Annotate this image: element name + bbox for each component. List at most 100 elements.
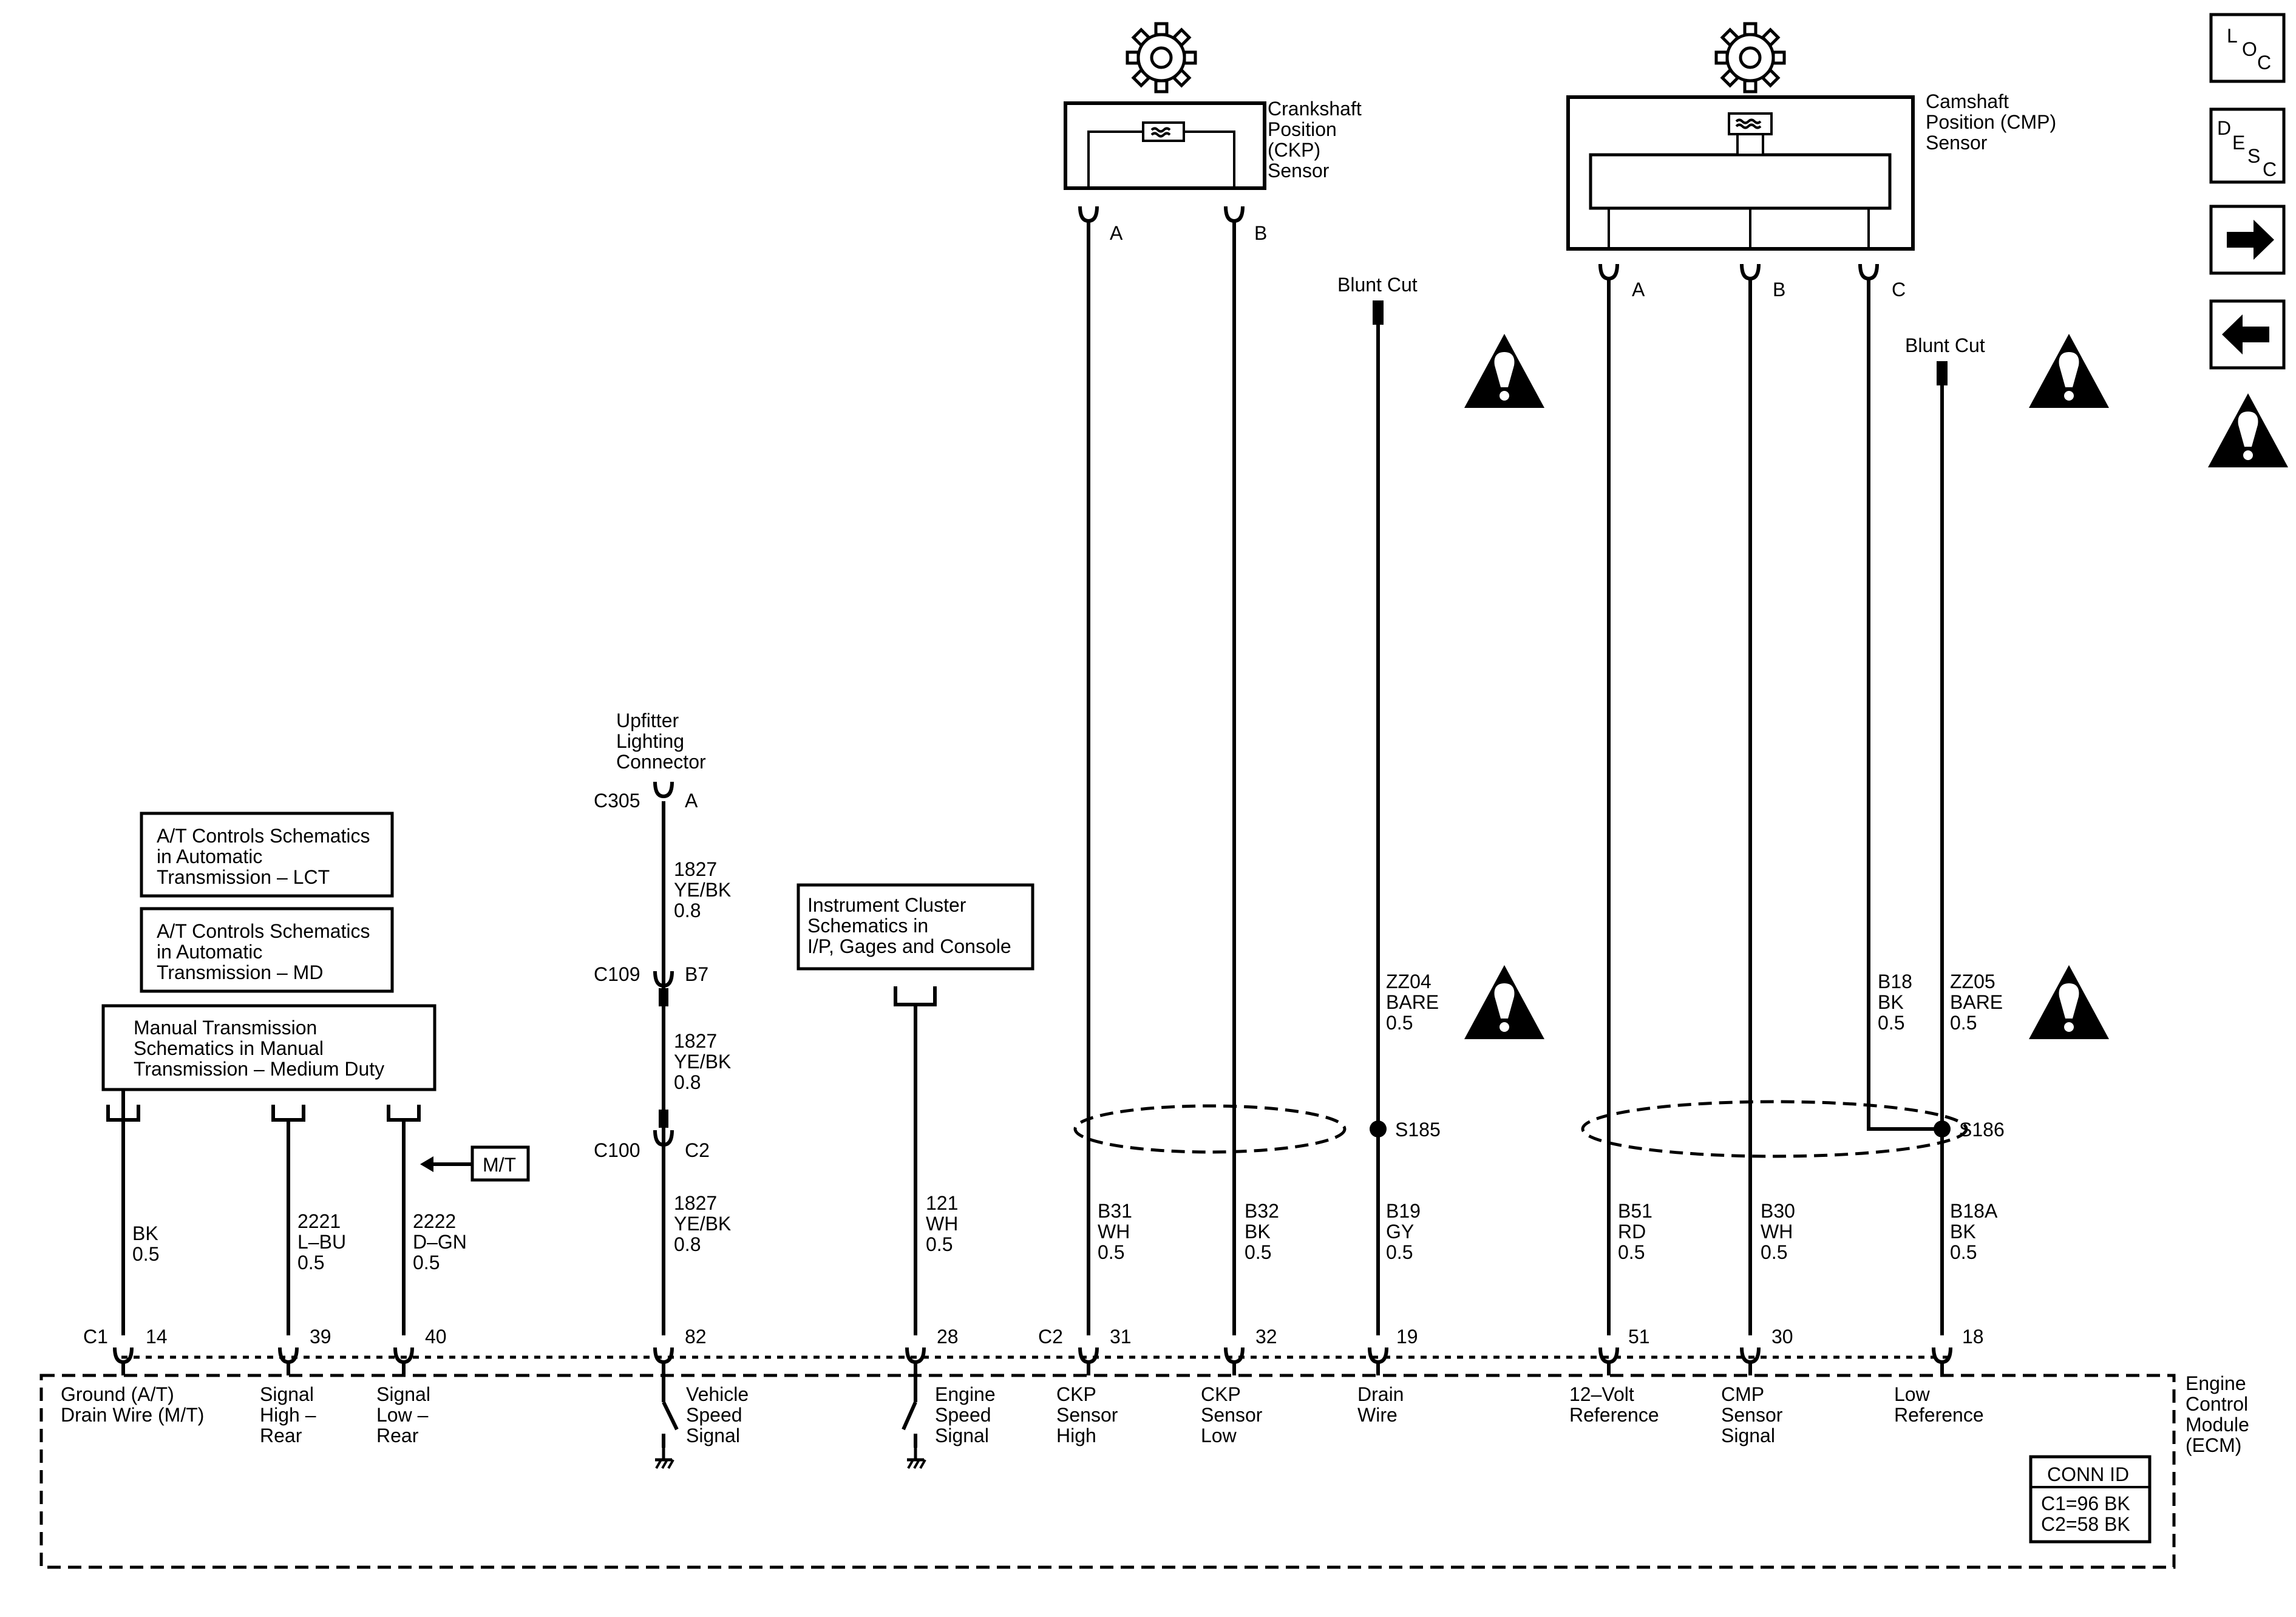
ckp-label-3: (CKP) (1268, 139, 1320, 161)
cmp-label-3: Sensor (1926, 132, 1988, 154)
wire-label: B32 (1245, 1200, 1279, 1222)
pin-function: High – (260, 1404, 316, 1426)
ckp-label-4: Sensor (1268, 160, 1330, 181)
wire-label: 0.5 (1618, 1241, 1645, 1263)
connector-pin: B7 (685, 963, 708, 985)
connector-pin: A (685, 790, 698, 812)
wire-label: B18 (1878, 971, 1912, 992)
ref-text: in Automatic (157, 846, 262, 867)
splice-s186-label: S186 (1959, 1119, 2005, 1141)
wire-label: YE/BK (674, 879, 731, 901)
desc-d: D (2217, 117, 2231, 139)
wire-label: YE/BK (674, 1213, 731, 1235)
loc-button[interactable]: L O C (2209, 13, 2286, 83)
upfitter-label: Lighting (616, 730, 684, 752)
pin-function: Sensor (1721, 1404, 1783, 1426)
arrow-left-icon (2222, 314, 2269, 354)
wire-label: BARE (1950, 991, 2003, 1013)
pin-function: Speed (686, 1404, 742, 1426)
wire-label: 0.5 (1950, 1012, 1977, 1034)
wires (121, 221, 1944, 1335)
ecm-connector-c2: C2 (1038, 1326, 1063, 1348)
pin-number: 28 (937, 1326, 959, 1348)
conn-id-row: C2=58 BK (2041, 1513, 2130, 1535)
pin-function: Signal (1721, 1425, 1775, 1446)
pin-number: 39 (310, 1326, 331, 1348)
pin-function: CKP (1201, 1383, 1241, 1405)
ckp-sensor: Crankshaft Position (CKP) Sensor A B (1064, 24, 1362, 244)
wire-label: WH (1761, 1221, 1793, 1242)
ecm-pin-numbers: 14 39 40 82 28 31 32 19 51 30 18 (146, 1326, 1984, 1348)
ckp-label-1: Crankshaft (1268, 98, 1362, 120)
wire-label: 1827 (674, 1030, 717, 1052)
wire-label: BARE (1386, 991, 1439, 1013)
ref-manual-transmission[interactable]: Manual Transmission Schematics in Manual… (101, 1004, 436, 1091)
ecm-label: Module (2186, 1414, 2249, 1436)
desc-button[interactable]: D E S C (2209, 107, 2286, 184)
loc-c: C (2257, 52, 2271, 73)
mt-option-box[interactable]: M/T (470, 1145, 530, 1182)
wire-label: BK (132, 1222, 158, 1244)
gear-icon (1716, 24, 1784, 92)
ecm-label: (ECM) (2186, 1434, 2241, 1456)
wire-label: L–BU (297, 1231, 346, 1253)
warning-icon[interactable] (1464, 334, 1544, 408)
ref-at-md[interactable]: A/T Controls Schematics in Automatic Tra… (140, 907, 394, 993)
pin-number: 82 (685, 1326, 707, 1348)
upfitter-label: Connector (616, 751, 706, 773)
pin-number: 14 (146, 1326, 168, 1348)
pin-function: Ground (A/T) (61, 1383, 174, 1405)
blunt-cut-label: Blunt Cut (1337, 274, 1418, 296)
next-button[interactable] (2209, 205, 2286, 275)
connector-pin: C2 (685, 1139, 710, 1161)
ref-at-lct[interactable]: A/T Controls Schematics in Automatic Tra… (140, 812, 394, 898)
wire-label: 0.5 (297, 1252, 324, 1273)
ref-text: Schematics in (807, 915, 928, 937)
wire-label: BK (1950, 1221, 1976, 1242)
desc-s: S (2247, 145, 2260, 167)
ref-text: Transmission – LCT (157, 866, 330, 888)
warning-icon[interactable] (2029, 334, 2109, 408)
wire-label: 0.8 (674, 1233, 701, 1255)
pin-number: 30 (1771, 1326, 1793, 1348)
conn-id-title: CONN ID (2047, 1463, 2129, 1485)
pin-function: Signal (935, 1425, 989, 1446)
wire-label: 0.5 (1098, 1241, 1124, 1263)
pin-function: Reference (1894, 1404, 1984, 1426)
pin-number: 18 (1962, 1326, 1984, 1348)
wire-label: 0.8 (674, 900, 701, 921)
warning-icon[interactable] (2029, 965, 2109, 1039)
warning-icon[interactable] (1464, 965, 1544, 1039)
ref-instrument-cluster[interactable]: Instrument Cluster Schematics in I/P, Ga… (796, 883, 1034, 971)
upfitter-label: Upfitter (616, 710, 679, 731)
wire-label: 0.5 (132, 1243, 159, 1265)
loc-o: O (2242, 38, 2257, 60)
pin-function: 12–Volt (1569, 1383, 1634, 1405)
wire-label: D–GN (413, 1231, 467, 1253)
splice-s185-label: S185 (1395, 1119, 1441, 1141)
mt-label: M/T (483, 1154, 516, 1176)
wire-label: 0.5 (1386, 1241, 1413, 1263)
ref-text: Transmission – MD (157, 961, 323, 983)
ckp-pin-a-label: A (1110, 222, 1123, 244)
pin-function: Drain Wire (M/T) (61, 1404, 204, 1426)
pin-function: CMP (1721, 1383, 1764, 1405)
splice-s186 (1934, 1120, 1951, 1137)
ref-text: A/T Controls Schematics (157, 825, 370, 847)
cmp-label-1: Camshaft (1926, 90, 2009, 112)
back-button[interactable] (2209, 299, 2286, 370)
wire-label: WH (1098, 1221, 1130, 1242)
ckp-pin-a (1080, 206, 1097, 221)
wire-label: ZZ04 (1386, 971, 1432, 992)
wire-label: 0.5 (1950, 1241, 1977, 1263)
pin-function: Vehicle (686, 1383, 749, 1405)
warning-icon[interactable] (2208, 393, 2288, 467)
pin-function: Engine (935, 1383, 996, 1405)
blunt-cut-label: Blunt Cut (1905, 334, 1985, 356)
wire-label: BK (1878, 991, 1904, 1013)
ecm-module: C1 C2 14 39 40 82 28 31 32 19 51 30 1 (39, 1326, 2249, 1569)
ref-text: I/P, Gages and Console (807, 935, 1011, 957)
gear-icon (1127, 24, 1195, 92)
pin-number: 40 (425, 1326, 447, 1348)
wire-label: BK (1245, 1221, 1271, 1242)
